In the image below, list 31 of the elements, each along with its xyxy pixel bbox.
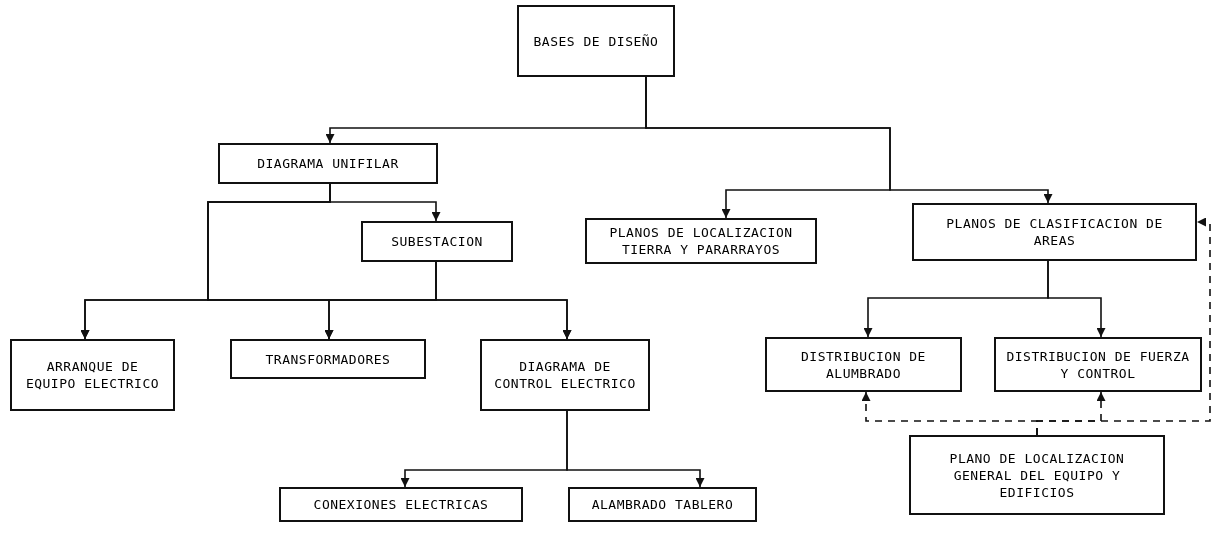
process-box xyxy=(765,337,962,392)
box-label: PLANOS DE CLASIFICACION DE AREAS xyxy=(945,215,1164,249)
process-box xyxy=(218,143,438,184)
arrow xyxy=(645,76,1053,204)
box-label: BASES DE DISEÑO xyxy=(533,32,659,50)
box-label: TRANSFORMADORES xyxy=(265,350,391,368)
box-label: DISTRIBUCION DE ALUMBRADO xyxy=(800,347,927,382)
process-box xyxy=(361,221,513,262)
process-box xyxy=(909,435,1165,515)
box-label: PLANO DE LOCALIZACION GENERAL DEL EQUIPO Y EDIFICIOS xyxy=(948,449,1126,501)
box-label: SUBESTACION xyxy=(391,233,483,250)
process-box xyxy=(279,487,523,522)
box-label: ARRANQUE DE EQUIPO ELECTRICO xyxy=(24,358,161,392)
dashed-arrow xyxy=(1036,217,1211,436)
box-label: PLANOS DE LOCALIZACION TIERRA Y PARARRAYOS xyxy=(608,224,794,258)
process-box xyxy=(994,337,1202,392)
process-box xyxy=(517,5,675,77)
process-box xyxy=(568,487,757,522)
box-label: ALAMBRADO TABLERO xyxy=(591,496,734,513)
box-label: DIAGRAMA DE CONTROL ELECTRICO xyxy=(493,358,637,392)
box-label: DIAGRAMA UNIFILAR xyxy=(257,155,399,172)
arrow xyxy=(566,410,705,488)
process-box xyxy=(480,339,650,411)
box-label: CONEXIONES ELECTRICAS xyxy=(313,496,489,513)
arrow xyxy=(1047,260,1106,338)
box-label: DISTRIBUCION DE FUERZA Y CONTROL xyxy=(1005,347,1191,382)
process-box xyxy=(585,218,817,264)
process-box xyxy=(10,339,175,411)
process-box xyxy=(230,339,426,379)
process-box xyxy=(912,203,1197,261)
arrow xyxy=(435,261,572,340)
